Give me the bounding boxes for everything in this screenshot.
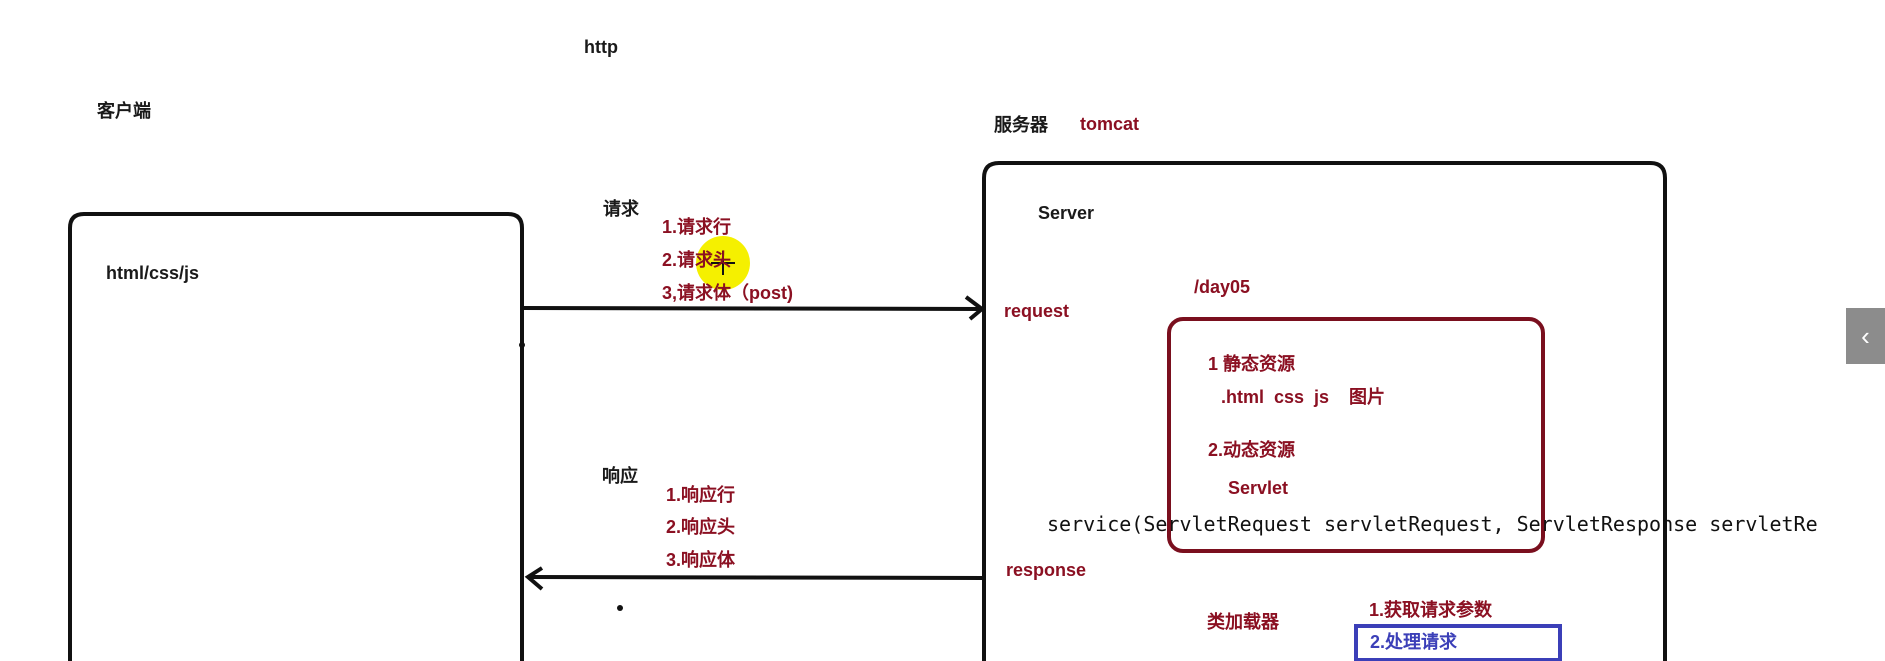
dynamic-resource-title: 2.动态资源: [1208, 440, 1296, 460]
request-body-item: 3,请求体（post): [662, 283, 794, 303]
server-box-title: Server: [1038, 203, 1095, 223]
response-body-item: 3.响应体: [666, 550, 736, 570]
response-header-item: 2.响应头: [666, 517, 736, 537]
static-resource-items: .html css js 图片: [1221, 387, 1386, 407]
server-title: 服务器: [994, 115, 1048, 135]
client-box: [68, 212, 524, 661]
webapp-box: [1167, 317, 1545, 553]
context-path: /day05: [1194, 277, 1251, 297]
request-arrow-head: [964, 295, 986, 321]
request-title: 请求: [603, 199, 639, 219]
client-title: 客户端: [97, 101, 151, 121]
move-cursor-icon: [711, 251, 735, 275]
ink-dot: [519, 342, 525, 348]
response-line-item: 1.响应行: [666, 485, 736, 505]
chevron-left-icon: ‹: [1861, 320, 1870, 351]
class-loader-label: 类加载器: [1207, 612, 1279, 632]
step-highlight-box: [1354, 624, 1562, 661]
step-handle-request: 2.处理请求: [1370, 632, 1458, 652]
client-content: html/css/js: [106, 263, 200, 283]
response-arrow-line: [529, 575, 983, 580]
request-line-item: 1.请求行: [662, 217, 732, 237]
response-title: 响应: [602, 466, 638, 486]
server-box: [982, 161, 1667, 661]
server-product: tomcat: [1080, 114, 1140, 134]
step-get-params: 1.获取请求参数: [1369, 600, 1493, 620]
service-method-signature: service(ServletRequest servletRequest, S…: [1047, 512, 1818, 536]
dynamic-resource-servlet: Servlet: [1228, 478, 1289, 498]
protocol-label: http: [584, 37, 618, 57]
request-header-item: 2.请求头: [662, 250, 732, 270]
static-resource-title: 1 静态资源: [1208, 354, 1296, 374]
request-object-label: request: [1004, 301, 1070, 321]
response-object-label: response: [1006, 560, 1087, 580]
response-arrow-head: [524, 566, 544, 591]
ink-dot: [617, 605, 623, 611]
request-arrow-line: [521, 306, 983, 311]
side-panel-toggle[interactable]: ‹: [1846, 308, 1885, 364]
